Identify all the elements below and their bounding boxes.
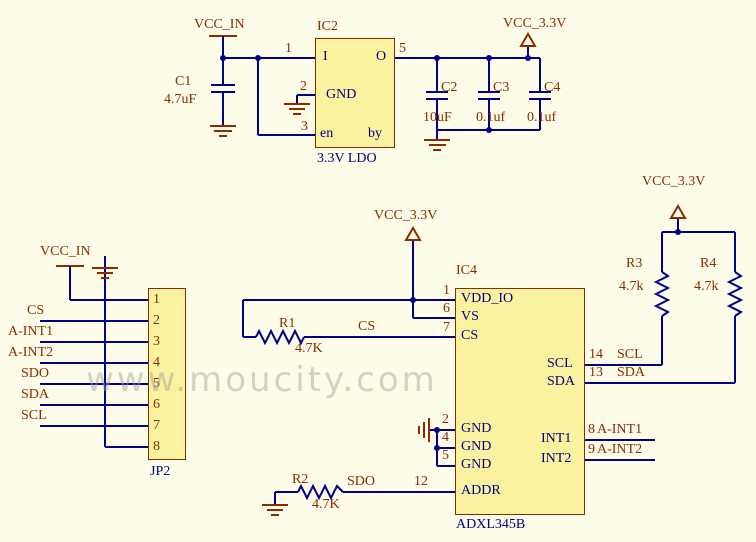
ic2-body — [315, 38, 395, 148]
pin-name-ic2-gnd: GND — [326, 87, 357, 102]
pin-number-jp2-2: 2 — [153, 313, 160, 328]
designator-r2: R2 — [292, 472, 309, 487]
net-label-sda: SDA — [21, 387, 50, 402]
value-c4: 0.1uf — [527, 110, 557, 125]
designator-c1: C1 — [175, 74, 192, 89]
capacitor-plates — [211, 84, 551, 100]
net-label-sdo-ic4: SDO — [347, 474, 376, 489]
designator-r3: R3 — [626, 256, 643, 271]
pin-number-jp2-4: 4 — [153, 355, 160, 370]
ground-symbol-r2 — [262, 504, 288, 516]
pin-number-jp2-7: 7 — [153, 418, 160, 433]
designator-c2: C2 — [441, 80, 458, 95]
ground-symbol-output-caps — [424, 139, 450, 151]
designator-c3: C3 — [493, 80, 510, 95]
ic4-body — [455, 288, 585, 515]
pin-number-ic2-3: 3 — [301, 119, 308, 134]
ground-symbol-ic4-gnd-pins — [418, 418, 430, 442]
pin-number-ic2-5: 5 — [399, 41, 406, 56]
pin-number-ic2-2: 2 — [300, 79, 307, 94]
pin-number-ic2-1: 1 — [285, 41, 292, 56]
resistor-r1-zigzag — [255, 328, 305, 346]
pin-name-ic4-int1: INT1 — [541, 431, 572, 446]
designator-ic4: IC4 — [456, 263, 477, 278]
designator-r1: R1 — [279, 316, 296, 331]
pin-name-ic2-i: I — [323, 49, 328, 64]
power-label-vcc33-pullups: VCC_3.3V — [642, 174, 706, 189]
watermark: www.moucity.com — [86, 360, 438, 400]
value-c3: 0.1uf — [476, 110, 506, 125]
pin-name-ic2-o: O — [376, 49, 387, 64]
power-label-vcc33-ldo: VCC_3.3V — [503, 16, 567, 31]
resistor-r4-zigzag — [726, 271, 744, 317]
pin-name-ic4-vs: VS — [461, 309, 479, 324]
pin-name-ic4-int2: INT2 — [541, 451, 572, 466]
value-r3: 4.7k — [619, 279, 644, 294]
designator-r4: R4 — [700, 256, 717, 271]
pin-number-jp2-1: 1 — [153, 292, 160, 307]
junction-dots — [220, 55, 681, 451]
value-r1: 4.7K — [295, 341, 323, 356]
value-r2: 4.7K — [312, 497, 340, 512]
pin-name-ic4-gnd-5: GND — [461, 457, 492, 472]
pin-number-ic4-8: 8 — [588, 422, 595, 437]
pin-name-ic4-vdd-io: VDD_IO — [461, 291, 514, 306]
pin-name-ic4-cs: CS — [461, 328, 479, 343]
resistor-r2-zigzag — [297, 483, 344, 501]
resistor-r3-zigzag — [653, 271, 671, 317]
pin-name-ic4-sda: SDA — [547, 374, 576, 389]
pin-number-jp2-6: 6 — [153, 397, 160, 412]
net-label-scl-ic4: SCL — [617, 347, 643, 362]
pin-name-ic2-by: by — [368, 126, 382, 141]
pin-number-ic4-1: 1 — [443, 283, 450, 298]
designator-c4: C4 — [544, 80, 561, 95]
designator-ic2: IC2 — [317, 19, 338, 34]
jp2-wires — [40, 256, 148, 448]
power-label-vcc-in-ldo: VCC_IN — [194, 17, 245, 32]
pin-name-ic4-addr: ADDR — [461, 483, 501, 498]
net-label-cs-ic4: CS — [358, 319, 376, 334]
pin-name-ic4-scl: SCL — [547, 356, 573, 371]
pin-number-jp2-5: 5 — [153, 376, 160, 391]
net-label-cs: CS — [27, 303, 45, 318]
pin-name-ic4-gnd-2: GND — [461, 421, 492, 436]
net-label-a-int2-ic4: A-INT2 — [597, 442, 643, 457]
pin-number-ic4-14: 14 — [589, 347, 603, 362]
ground-symbol-jp2 — [92, 267, 118, 279]
power-label-vcc33-ic4: VCC_3.3V — [374, 208, 438, 223]
value-r4: 4.7k — [694, 279, 719, 294]
jp2-body — [148, 288, 186, 460]
pin-number-jp2-3: 3 — [153, 334, 160, 349]
value-c1: 4.7uF — [164, 92, 197, 107]
net-label-a-int2: A-INT2 — [8, 345, 54, 360]
part-label-ldo: 3.3V LDO — [317, 151, 377, 166]
power-symbol-vcc33-ic4 — [404, 226, 422, 241]
pin-number-ic4-5: 5 — [442, 448, 449, 463]
part-label-adxl345b: ADXL345B — [456, 517, 526, 532]
pin-number-ic4-2: 2 — [442, 412, 449, 427]
pin-number-ic4-13: 13 — [589, 365, 603, 380]
pin-number-ic4-7: 7 — [443, 320, 450, 335]
value-c2: 10uF — [423, 110, 452, 125]
designator-jp2: JP2 — [150, 464, 171, 479]
power-symbol-vcc33-ldo — [519, 32, 537, 47]
pin-number-ic4-6: 6 — [443, 301, 450, 316]
ground-symbol-ic2-gnd-pin — [284, 103, 310, 115]
net-label-a-int1: A-INT1 — [8, 324, 54, 339]
pin-number-ic4-12: 12 — [414, 474, 428, 489]
pin-number-jp2-8: 8 — [153, 439, 160, 454]
net-label-sda-ic4: SDA — [617, 365, 646, 380]
power-label-vcc-in-jp2: VCC_IN — [40, 244, 91, 259]
pin-number-ic4-4: 4 — [442, 430, 449, 445]
net-label-scl: SCL — [21, 408, 47, 423]
ground-symbol-c1 — [210, 125, 236, 137]
power-symbol-vcc33-pullups — [669, 204, 687, 219]
net-label-a-int1-ic4: A-INT1 — [597, 422, 643, 437]
pin-number-ic4-9: 9 — [588, 442, 595, 457]
net-label-sdo: SDO — [21, 366, 50, 381]
pin-name-ic4-gnd-4: GND — [461, 439, 492, 454]
pin-name-ic2-en: en — [320, 126, 334, 141]
